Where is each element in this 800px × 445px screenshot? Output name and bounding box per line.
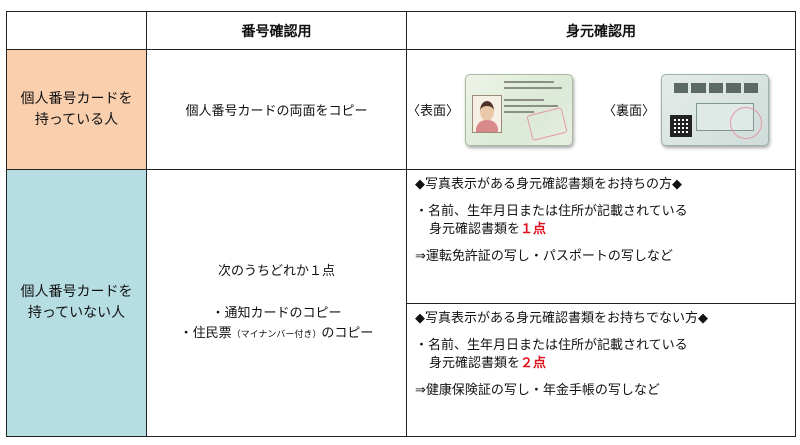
has-card-number-check: 個人番号カードの両面をコピー — [146, 49, 407, 170]
count-two-badge: ２点 — [520, 355, 547, 371]
number-check-option2: ・住民票（マイナンバー付き）のコピー — [179, 325, 374, 341]
label-has-card-line1: 個人番号カードを — [20, 90, 133, 107]
no-card-identity-check: ◆写真表示がある身元確認書類をお持ちの方◆ ・名前、生年月日または住所が記載され… — [406, 169, 796, 437]
without-photo-examples: ⇒健康保険証の写し・年金手帳の写しなど — [415, 382, 660, 398]
back-label: 〈裏面〉 — [603, 104, 656, 119]
with-photo-requirement: ・名前、生年月日または住所が記載されている 身元確認書類を１点 — [415, 204, 688, 237]
sample-stamp-icon — [730, 106, 763, 139]
with-photo-section: ◆写真表示がある身元確認書類をお持ちの方◆ ・名前、生年月日または住所が記載され… — [407, 170, 795, 303]
row-no-card: 個人番号カードを 持っていない人 次のうちどれか１点 ・通知カードのコピー ・住… — [6, 169, 796, 437]
qr-code-icon — [670, 114, 693, 137]
without-photo-requirement: ・名前、生年月日または住所が記載されている 身元確認書類を２点 — [415, 337, 688, 371]
corner-cell — [6, 11, 147, 50]
row-has-card: 個人番号カードを 持っている人 個人番号カードの両面をコピー 〈表面〉 — [6, 49, 796, 170]
number-check-option1: ・通知カードのコピー — [211, 305, 342, 321]
portrait-icon — [472, 94, 503, 133]
header-row: 番号確認用 身元確認用 — [6, 11, 796, 50]
label-no-card: 個人番号カードを 持っていない人 — [6, 169, 147, 437]
no-card-number-check: 次のうちどれか１点 ・通知カードのコピー ・住民票（マイナンバー付き）のコピー — [146, 169, 407, 437]
count-one-badge: １点 — [520, 222, 547, 237]
document-frame: 番号確認用 身元確認用 個人番号カードを 持っている人 個人番号カードの両面をコ… — [6, 11, 796, 437]
without-photo-section: ◆写真表示がある身元確認書類をお持ちでない方◆ ・名前、生年月日または住所が記載… — [407, 302, 795, 437]
card-images: 〈表面〉 〈裏面〉 — [407, 73, 795, 146]
front-label: 〈表面〉 — [407, 104, 460, 119]
without-photo-title: ◆写真表示がある身元確認書類をお持ちでない方◆ — [415, 310, 708, 326]
mynumber-card-front-icon — [465, 73, 574, 146]
number-check-intro: 次のうちどれか１点 — [217, 263, 335, 279]
label-has-card-line2: 持っている人 — [34, 111, 119, 128]
requirements-table: 番号確認用 身元確認用 個人番号カードを 持っている人 個人番号カードの両面をコ… — [6, 11, 796, 437]
with-photo-examples: ⇒運転免許証の写し・パスポートの写しなど — [415, 249, 673, 264]
with-photo-title: ◆写真表示がある身元確認書類をお持ちの方◆ — [415, 177, 682, 192]
label-no-card-line1: 個人番号カードを — [20, 284, 133, 300]
label-has-card: 個人番号カードを 持っている人 — [6, 49, 147, 170]
header-identity-check: 身元確認用 — [406, 11, 796, 50]
header-number-check: 番号確認用 — [146, 11, 407, 50]
has-card-identity-check: 〈表面〉 〈裏面〉 — [406, 49, 796, 170]
mynumber-card-back-icon — [661, 73, 770, 146]
label-no-card-line2: 持っていない人 — [27, 305, 126, 321]
